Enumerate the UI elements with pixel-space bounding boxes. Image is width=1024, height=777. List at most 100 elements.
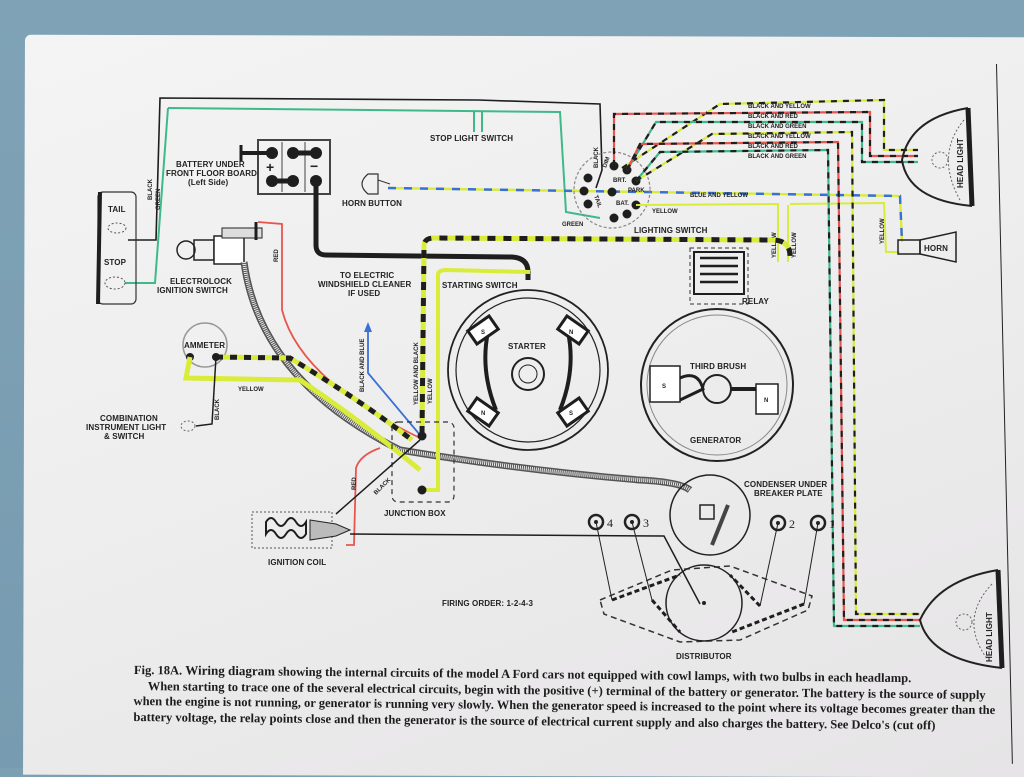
bundle-label-4: BLACK AND YELLOW — [748, 134, 811, 140]
combination-label-3: & SWITCH — [104, 432, 144, 441]
wire-label-black-blue: BLACK AND BLUE — [360, 339, 366, 392]
terminal-brt: BRT. — [613, 178, 627, 184]
wire-label-red-ign: RED — [274, 249, 280, 262]
bundle-label-6: BLACK AND GREEN — [748, 154, 806, 160]
generator-pole-n: N — [764, 398, 768, 404]
wire-label-yellow-relay-2: YELLOW — [792, 232, 798, 258]
bundle-label-5: BLACK AND RED — [748, 144, 798, 150]
wire-black-tail — [128, 97, 479, 241]
terminal-dim: DIM — [602, 156, 611, 168]
horn: HORN — [897, 231, 957, 263]
horn-button: HORN BUTTON — [342, 173, 402, 208]
horn-label: HORN — [924, 244, 948, 253]
bundle-label-3: BLACK AND GREEN — [748, 124, 806, 130]
figure-title-bold: Wiring diagram — [185, 662, 276, 679]
generator-pole-s: S — [662, 384, 666, 390]
bundle-label-1: BLACK AND YELLOW — [748, 104, 811, 110]
wire-black-ammeter — [195, 356, 217, 427]
starter-motor: S N N S STARTER — [447, 289, 609, 451]
wire-label-black-switch: BLACK — [594, 146, 600, 168]
head-light-top-label: HEAD LIGHT — [956, 138, 965, 188]
stop-light-switch-label: STOP LIGHT SWITCH — [430, 134, 513, 143]
wire-black-blue — [367, 328, 421, 436]
condenser-label-1: CONDENSER UNDER — [744, 480, 827, 489]
wire-label-black-ammeter: BLACK — [215, 398, 221, 420]
wire-battery-cable — [313, 181, 531, 280]
wire-label-red-coil: RED — [352, 477, 358, 490]
plug-number-1: 1 — [829, 517, 835, 531]
relay: RELAY — [689, 247, 769, 306]
wire-black-coil — [335, 439, 421, 515]
wire-label-green: GREEN — [156, 189, 162, 210]
caption-paragraph: When starting to trace one of the severa… — [133, 678, 996, 733]
plug-number-3: 3 — [643, 516, 649, 530]
breaker-plate — [669, 474, 751, 556]
plug-number-4: 4 — [607, 516, 613, 530]
head-light-bottom: HEAD LIGHT — [918, 569, 1005, 669]
wire-label-yellow-ammeter: YELLOW — [238, 387, 264, 393]
relay-label: RELAY — [742, 297, 769, 306]
armored-cable — [240, 261, 693, 493]
distributor-label: DISTRIBUTOR — [676, 652, 732, 661]
wire-red-coil — [346, 447, 381, 546]
junction-box-label: JUNCTION BOX — [384, 509, 446, 518]
electrolock-ignition-switch — [176, 222, 263, 265]
head-light-top: HEAD LIGHT — [900, 107, 975, 207]
condenser-label-2: BREAKER PLATE — [754, 489, 823, 498]
third-brush-label: THIRD BRUSH — [690, 362, 746, 371]
electrolock-label-1: ELECTROLOCK — [170, 277, 232, 286]
wire-yellow-black-main — [419, 235, 793, 435]
windshield-label-3: IF USED — [348, 289, 380, 298]
battery-minus-sign: − — [310, 158, 318, 174]
wire-label-green-ls: GREEN — [562, 222, 583, 228]
starter-pole-n2: N — [481, 411, 485, 417]
terminal-bat: BAT. — [616, 201, 629, 207]
arrow-up-icon — [364, 322, 372, 332]
lighting-switch: DIM BRT. PARK TAIL BAT. — [573, 151, 651, 229]
generator: THIRD BRUSH GENERATOR S N — [640, 308, 794, 462]
wire-green-stop — [125, 107, 169, 284]
wire-label-yellow-relay-1: YELLOW — [772, 232, 778, 258]
combination-label-1: COMBINATION — [100, 414, 158, 423]
windshield-label-1: TO ELECTRIC — [340, 271, 394, 280]
electrolock-label-2: IGNITION SWITCH — [157, 286, 228, 295]
windshield-label-2: WINDSHIELD CLEANER — [318, 280, 411, 289]
instrument-light-icon — [180, 420, 196, 432]
wire-yellow-horn — [789, 201, 900, 253]
battery-label-2: FRONT FLOOR BOARD — [166, 169, 257, 178]
figure-number: Fig. 18A. — [133, 662, 183, 678]
stop-label: STOP — [104, 258, 127, 267]
generator-label: GENERATOR — [690, 436, 741, 445]
battery-plus-sign: + — [266, 159, 274, 175]
wire-label-blue-yellow: BLUE AND YELLOW — [690, 193, 748, 199]
head-light-bottom-label: HEAD LIGHT — [985, 612, 994, 662]
wire-yellow-black-ammeter — [215, 354, 414, 442]
distributor: DISTRIBUTOR — [595, 521, 819, 661]
starter-pole-s1: S — [481, 330, 485, 336]
starting-switch-label: STARTING SWITCH — [442, 281, 518, 290]
combination-label-2: INSTRUMENT LIGHT — [86, 423, 166, 432]
bundle-label-2: BLACK AND RED — [748, 114, 798, 120]
starter-pole-n1: N — [569, 330, 573, 336]
headlamp-wire-bundle — [612, 98, 920, 628]
battery: + − — [239, 139, 331, 195]
wire-label-yellow-horn: YELLOW — [880, 218, 886, 244]
plug-number-2: 2 — [789, 517, 795, 531]
terminal-park: PARK — [628, 188, 645, 194]
junction-box: JUNCTION BOX — [384, 421, 455, 518]
lighting-switch-label: LIGHTING SWITCH — [634, 226, 708, 235]
wire-label-black: BLACK — [148, 178, 154, 200]
tail-stop-lamp: TAIL STOP — [96, 191, 137, 305]
battery-label-3: (Left Side) — [188, 178, 228, 187]
tail-label: TAIL — [108, 205, 126, 214]
battery-label-1: BATTERY UNDER — [176, 160, 245, 169]
horn-button-label: HORN BUTTON — [342, 199, 402, 208]
wire-yellow-ammeter — [182, 356, 422, 472]
starter-pole-s2: S — [569, 411, 573, 417]
figure-caption: Fig. 18A. Wiring diagram showing the int… — [133, 662, 1014, 735]
ignition-coil: IGNITION COIL — [251, 511, 352, 567]
wire-label-yellow-ls: YELLOW — [652, 209, 678, 215]
firing-order-label: FIRING ORDER: 1-2-4-3 — [442, 599, 533, 608]
wire-black-to-switch — [477, 99, 603, 189]
